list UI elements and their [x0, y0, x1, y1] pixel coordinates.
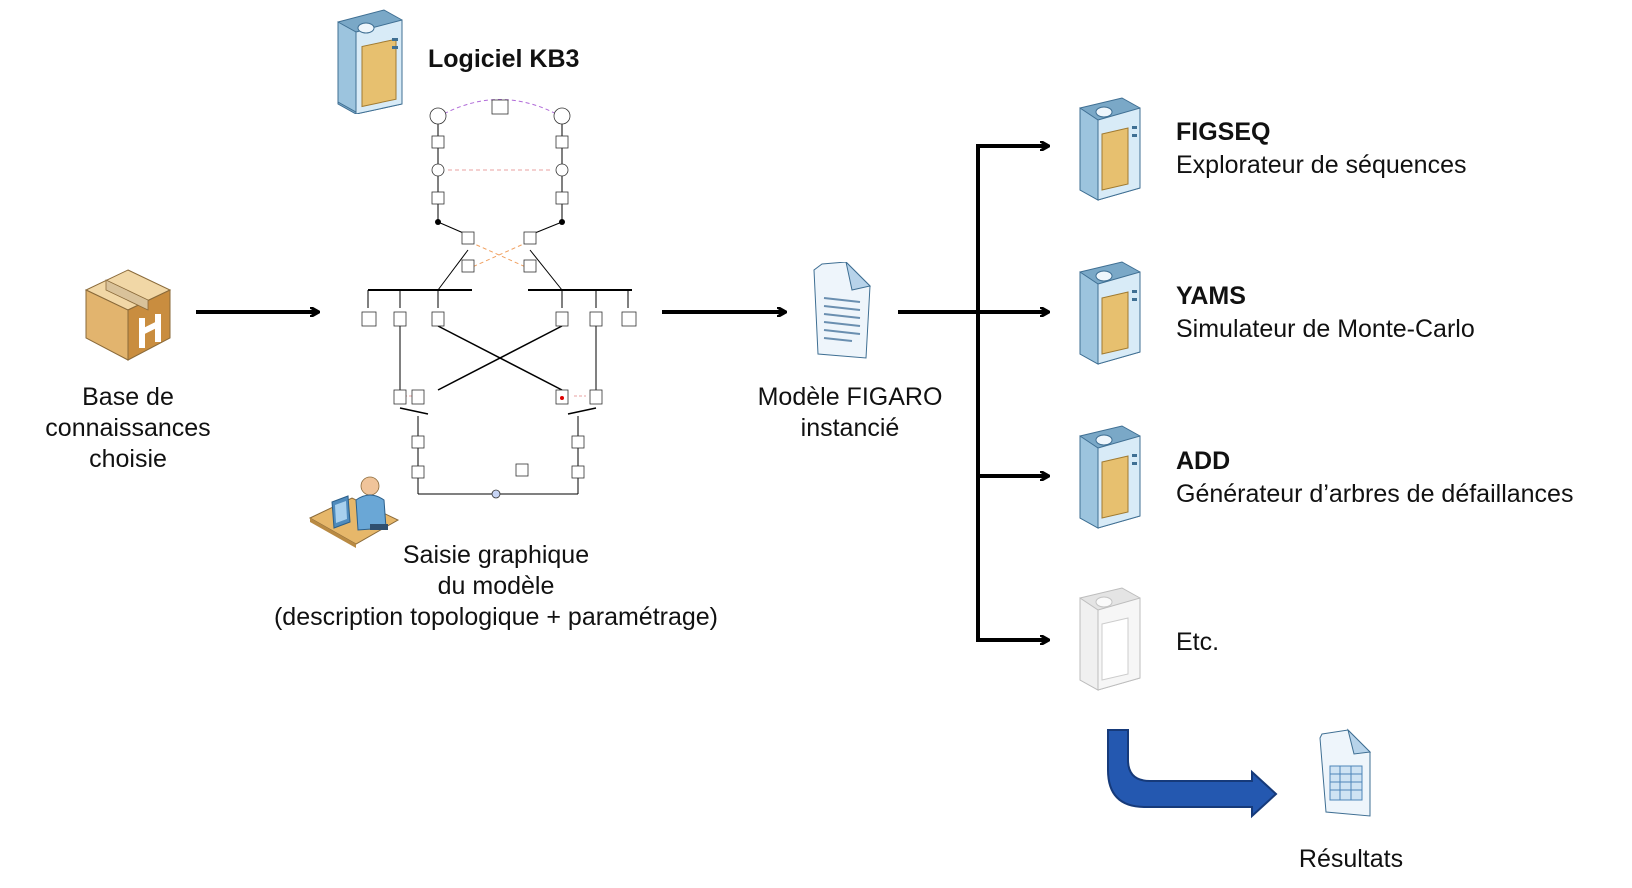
tool-name-yams: YAMS [1176, 282, 1246, 310]
software-box-icon-add [1079, 425, 1141, 529]
tool-description-add: Générateur d’arbres de défaillances [1176, 480, 1574, 508]
results-label: Résultats [1298, 845, 1404, 873]
graphical-input-label: Saisie graphique du modèle (description … [273, 541, 719, 631]
software-box-icon-figseq [1079, 97, 1141, 201]
user-at-computer-icon [308, 476, 400, 548]
kb3-schematic-diagram [361, 99, 637, 499]
tool-description-etc: Etc. [1176, 628, 1220, 656]
document-icon [813, 262, 871, 359]
tool-description-figseq: Explorateur de séquences [1176, 151, 1467, 179]
package-box-icon [84, 269, 172, 361]
tool-name-figseq: FIGSEQ [1176, 118, 1271, 146]
figaro-model-label: Modèle FIGARO instancié [757, 383, 943, 442]
software-server-icon [337, 9, 403, 114]
results-arrow [1107, 729, 1278, 819]
knowledge-base-label: Base de connaissances choisie [45, 383, 211, 473]
spreadsheet-document-icon [1319, 728, 1372, 817]
software-box-icon-yams [1079, 261, 1141, 365]
tool-description-yams: Simulateur de Monte-Carlo [1176, 315, 1475, 343]
software-box-faded-icon [1079, 587, 1141, 691]
tool-name-add: ADD [1176, 447, 1231, 475]
kb3-title: Logiciel KB3 [428, 45, 580, 73]
